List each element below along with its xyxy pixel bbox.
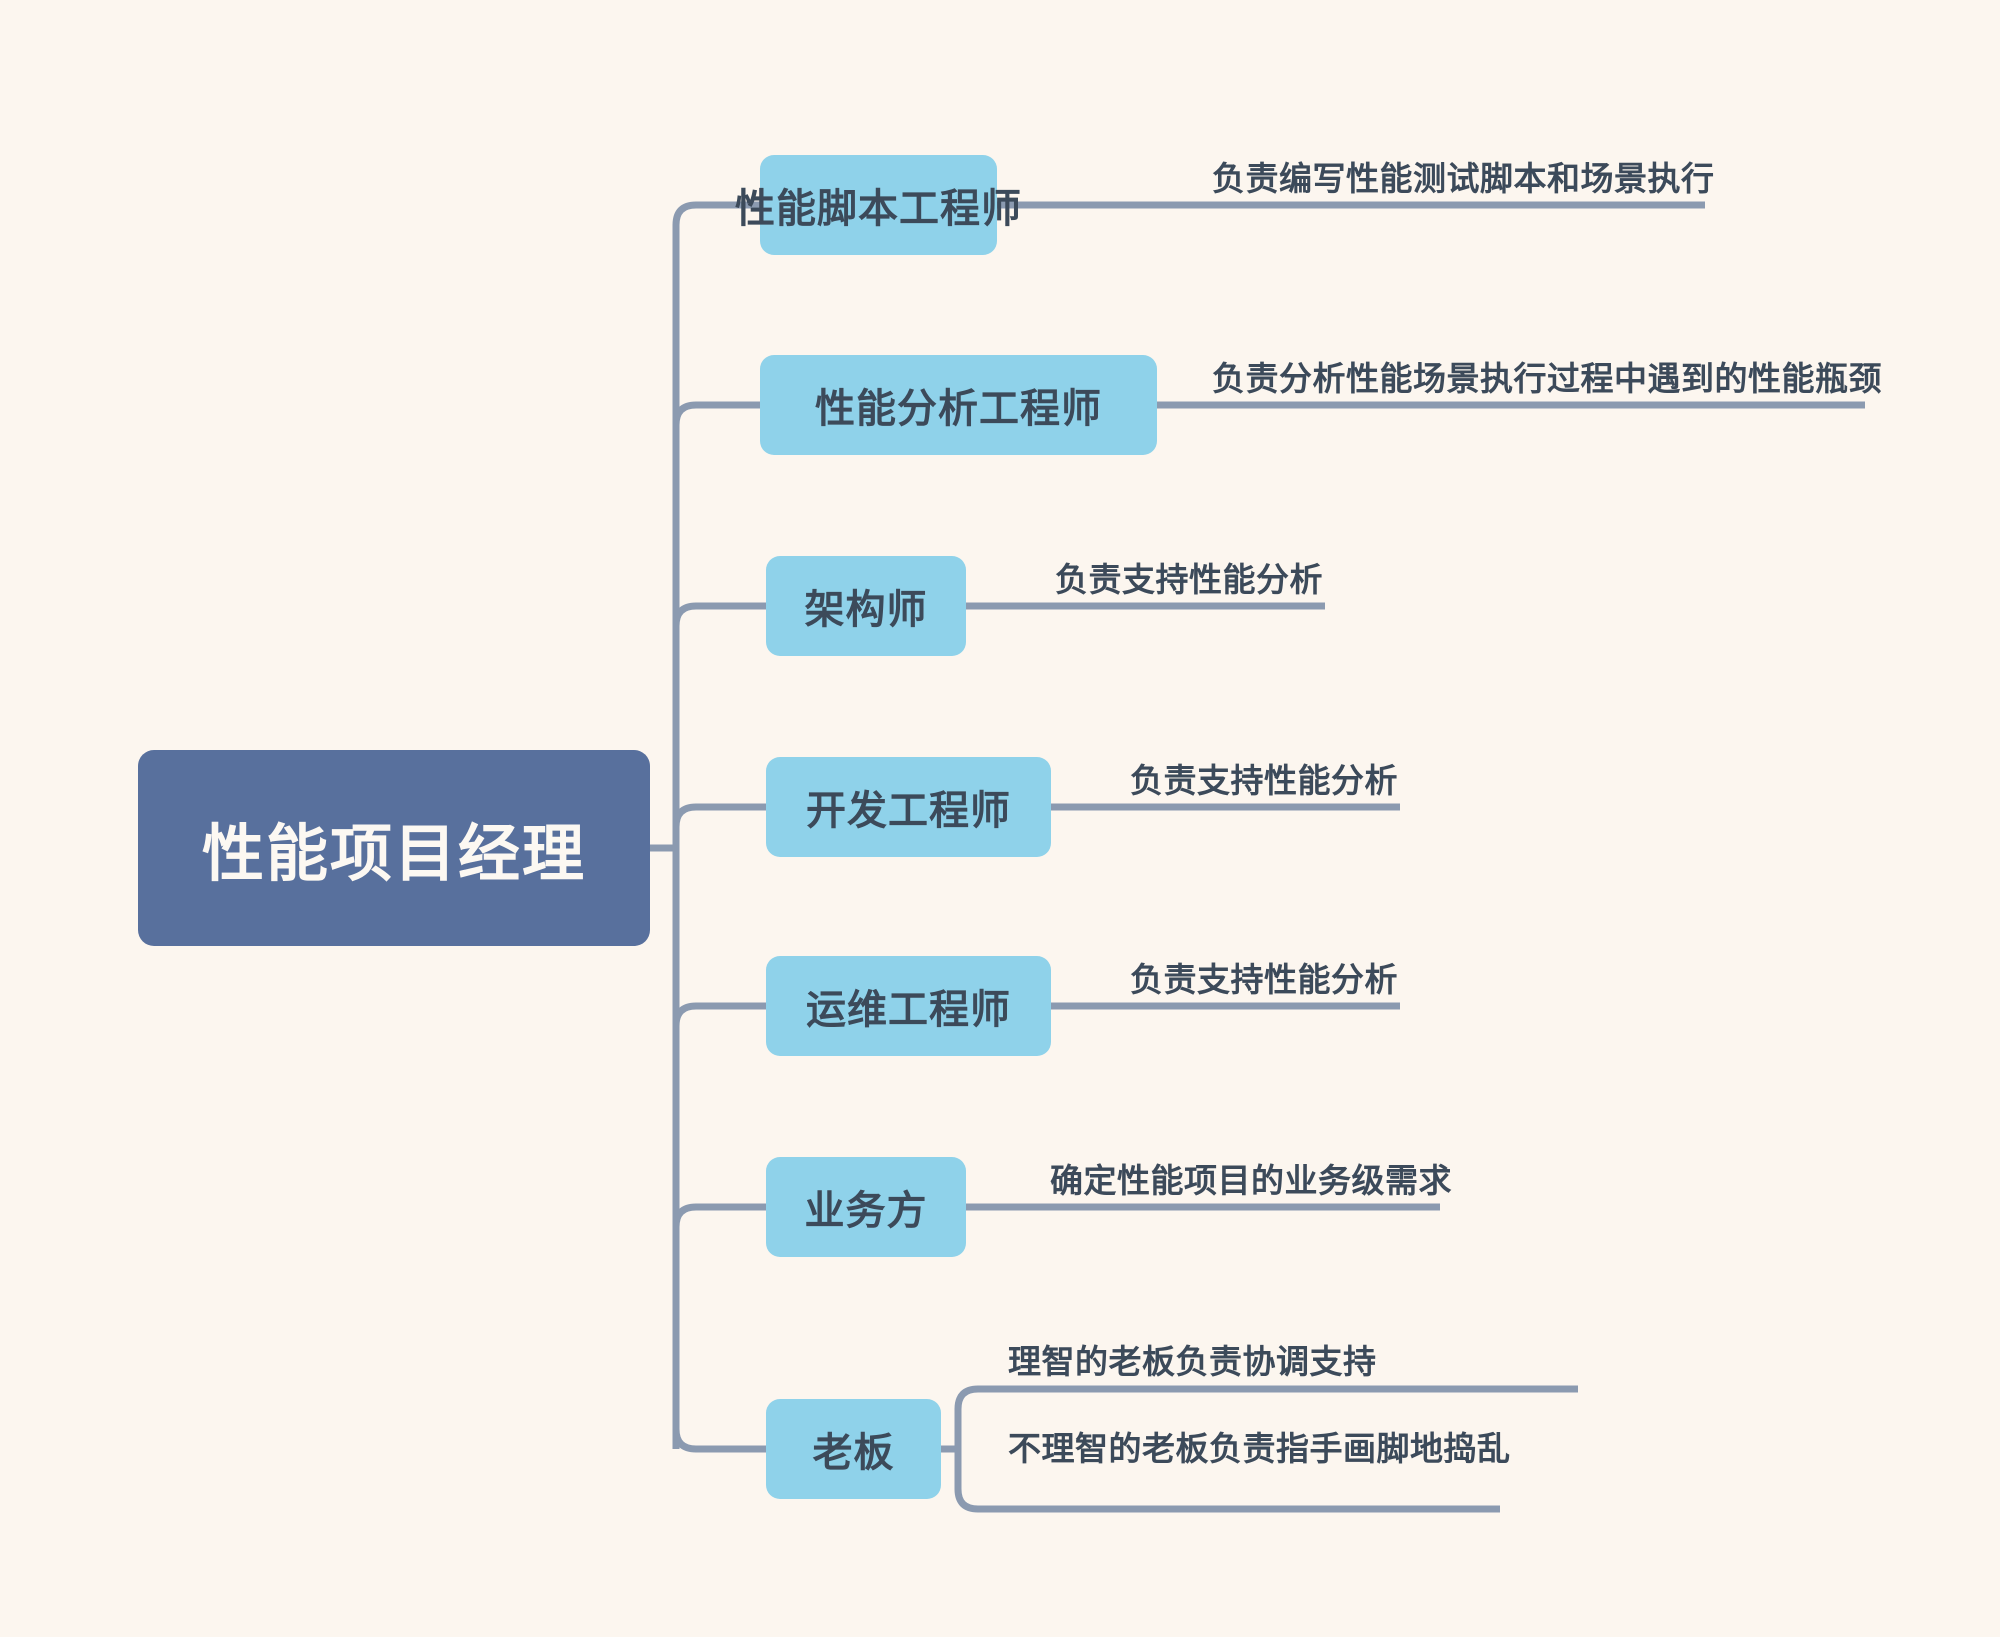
branch-node-architect[interactable]: 架构师 <box>766 556 966 656</box>
leaf-label-operations-engineer: 负责支持性能分析 <box>1130 963 1398 996</box>
branch-node-label: 业务方 <box>804 1189 928 1233</box>
connector-branch-5 <box>672 1002 768 1027</box>
connector-branch-4 <box>672 803 768 828</box>
branch-node-business-party[interactable]: 业务方 <box>766 1157 966 1257</box>
leaf-label-architect: 负责支持性能分析 <box>1055 563 1323 596</box>
leaf-text: 负责支持性能分析 <box>1130 762 1398 799</box>
branch-node-label: 性能分析工程师 <box>815 387 1102 431</box>
leaf-label-performance-script-engineer: 负责编写性能测试脚本和场景执行 <box>1212 162 1715 195</box>
root-node[interactable]: 性能项目经理 <box>138 750 650 946</box>
branch-node-label: 开发工程师 <box>806 789 1011 833</box>
leaf-text: 负责支持性能分析 <box>1055 561 1323 598</box>
leaf-text: 不理智的老板负责指手画脚地捣乱 <box>1008 1430 1511 1467</box>
connector-branch-2 <box>672 401 760 426</box>
leaf-label-development-engineer: 负责支持性能分析 <box>1130 764 1398 797</box>
leaf-label-boss-irrational: 不理智的老板负责指手画脚地捣乱 <box>1008 1432 1511 1465</box>
branch-node-label: 运维工程师 <box>806 988 1011 1032</box>
branch-node-label: 老板 <box>812 1431 895 1475</box>
branch-node-label: 性能脚本工程师 <box>735 187 1022 231</box>
branch-node-label: 架构师 <box>804 588 928 632</box>
leaf-label-performance-analysis-engineer: 负责分析性能场景执行过程中遇到的性能瓶颈 <box>1212 362 1882 395</box>
leaf-text: 负责支持性能分析 <box>1130 961 1398 998</box>
leaf-text: 确定性能项目的业务级需求 <box>1050 1162 1452 1199</box>
leaf-text: 理智的老板负责协调支持 <box>1008 1343 1377 1380</box>
branch-node-performance-analysis-engineer[interactable]: 性能分析工程师 <box>760 355 1157 455</box>
leaf-text: 负责分析性能场景执行过程中遇到的性能瓶颈 <box>1212 360 1882 397</box>
root-node-label: 性能项目经理 <box>201 820 586 889</box>
branch-node-boss[interactable]: 老板 <box>766 1399 941 1499</box>
branch-node-performance-script-engineer[interactable]: 性能脚本工程师 <box>735 155 1021 255</box>
branch-node-development-engineer[interactable]: 开发工程师 <box>766 757 1051 857</box>
branch-node-operations-engineer[interactable]: 运维工程师 <box>766 956 1051 1056</box>
leaf-label-boss-rational: 理智的老板负责协调支持 <box>1008 1345 1377 1378</box>
leaf-label-business-party: 确定性能项目的业务级需求 <box>1050 1164 1452 1197</box>
connector-branch-7 <box>672 1428 768 1453</box>
connector-branch-3 <box>672 602 768 627</box>
leaf-text: 负责编写性能测试脚本和场景执行 <box>1212 160 1715 197</box>
connector-branch-6 <box>672 1203 768 1228</box>
